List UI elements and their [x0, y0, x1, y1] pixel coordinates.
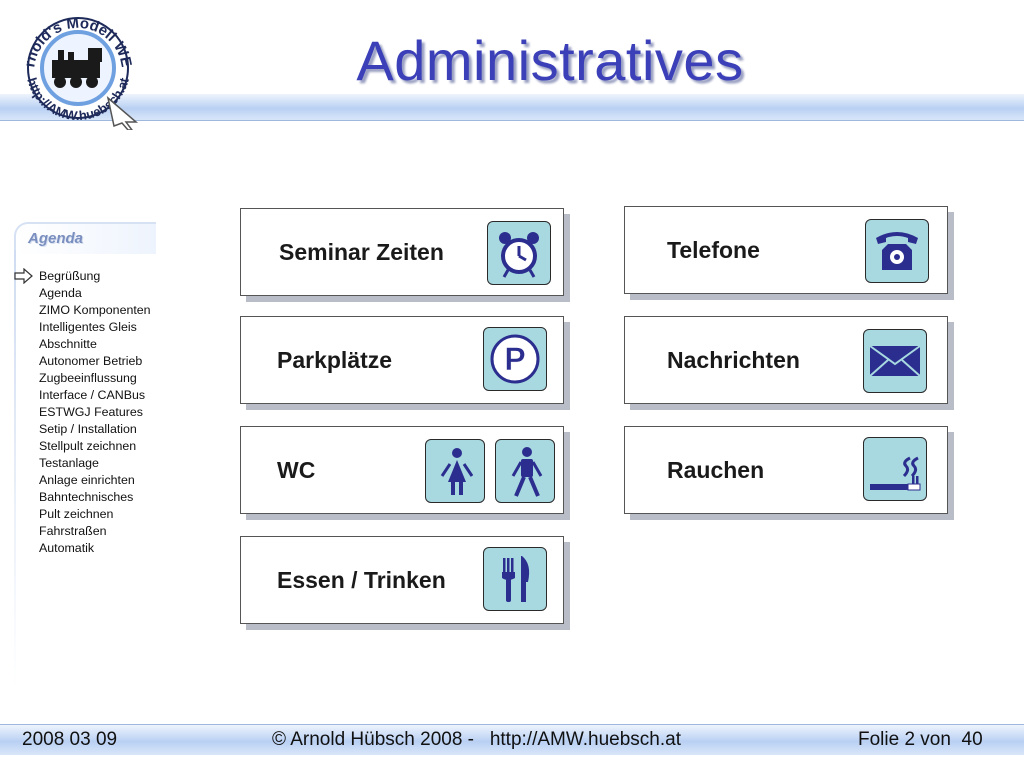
agenda-item[interactable]: Testanlage [39, 456, 99, 470]
woman-icon [425, 439, 485, 503]
card-label: Seminar Zeiten [279, 239, 444, 265]
agenda-item[interactable]: Abschnitte [39, 337, 97, 351]
card-wc[interactable]: WC [240, 426, 564, 514]
footer-page-number: Folie 2 von 40 [858, 729, 983, 750]
parking-icon: P [483, 327, 547, 391]
card-parkplaetze[interactable]: Parkplätze P [240, 316, 564, 404]
cigarette-icon [863, 437, 927, 501]
card-seminar-zeiten[interactable]: Seminar Zeiten [240, 208, 564, 296]
agenda-divider [14, 250, 16, 690]
footer-copyright[interactable]: © Arnold Hübsch 2008 - http://AMW.huebsc… [272, 729, 681, 750]
agenda-item[interactable]: Autonomer Betrieb [39, 354, 143, 368]
agenda-item[interactable]: Interface / CANBus [39, 388, 146, 402]
card-label: Nachrichten [667, 347, 800, 373]
agenda-item[interactable]: Zugbeeinflussung [39, 371, 137, 385]
agenda-item[interactable]: Pult zeichnen [39, 507, 114, 521]
page-title: Administratives [356, 29, 744, 92]
agenda-item[interactable]: Bahntechnisches [39, 490, 134, 504]
agenda-item[interactable]: Automatik [39, 541, 95, 555]
title-band [0, 94, 1024, 121]
footer-date: 2008 03 09 [22, 729, 118, 750]
agenda-item[interactable]: Fahrstraßen [39, 524, 107, 538]
card-rauchen[interactable]: Rauchen [624, 426, 948, 514]
envelope-icon [863, 329, 927, 393]
agenda-item[interactable]: Agenda [39, 286, 82, 300]
alarm-clock-icon [487, 221, 551, 285]
card-label: WC [277, 457, 316, 483]
agenda-header-panel [14, 222, 156, 254]
telephone-icon [865, 219, 929, 283]
agenda-item[interactable]: Stellpult zeichnen [39, 439, 137, 453]
parking-letter: P [504, 341, 525, 377]
agenda-title: Agenda [28, 230, 84, 247]
card-label: Parkplätze [277, 347, 393, 373]
card-nachrichten[interactable]: Nachrichten [624, 316, 948, 404]
card-essen-trinken[interactable]: Essen / Trinken [240, 536, 564, 624]
logo: Arnold's Modell WEB http://AMW.huebsch.a… [8, 2, 139, 130]
card-telefone[interactable]: Telefone [624, 206, 948, 294]
card-label: Essen / Trinken [277, 567, 446, 593]
current-item-arrow-icon [14, 268, 33, 284]
agenda-item[interactable]: ZIMO Komponenten [39, 303, 151, 317]
footer-band [0, 724, 1024, 755]
card-label: Rauchen [667, 457, 765, 483]
card-label: Telefone [667, 237, 760, 263]
fork-knife-icon [483, 547, 547, 611]
agenda-item[interactable]: Setip / Installation [39, 422, 137, 436]
agenda-item[interactable]: Anlage einrichten [39, 473, 135, 487]
agenda-list: Begrüßung Agenda ZIMO Komponenten Intell… [39, 268, 151, 557]
man-icon [495, 439, 555, 503]
agenda-item[interactable]: Begrüßung [39, 269, 101, 283]
agenda-item[interactable]: Intelligentes Gleis [39, 320, 137, 334]
agenda-item[interactable]: ESTWGJ Features [39, 405, 143, 419]
